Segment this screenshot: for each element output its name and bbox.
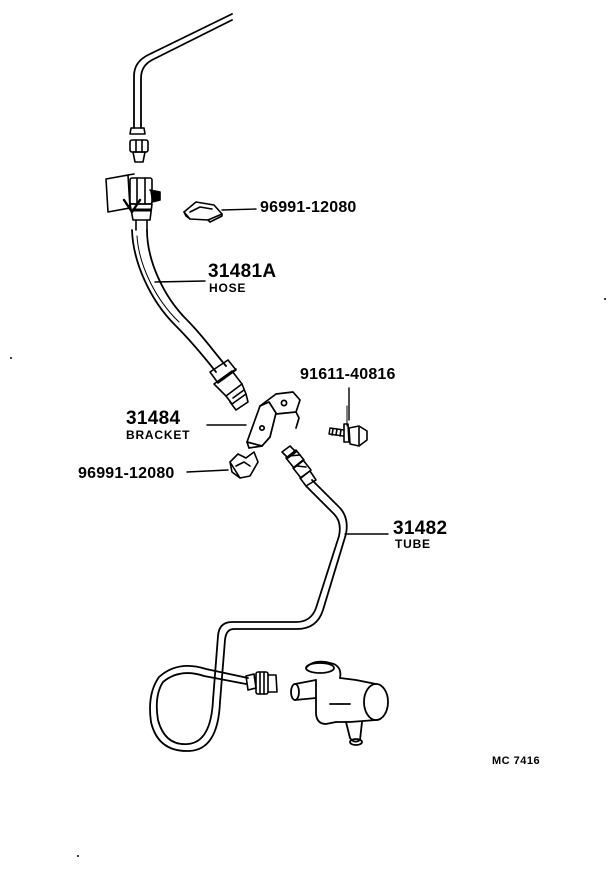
valve-body [290, 660, 389, 746]
part-number-hose: 31481A [208, 261, 277, 282]
part-name-hose: HOSE [209, 281, 247, 295]
tube-lower-fitting [245, 671, 278, 695]
scan-specks [10, 298, 606, 857]
rigid-tube [149, 479, 348, 752]
upper-hose-fitting [105, 173, 161, 231]
part-number-clip-lower: 96991-12080 [78, 465, 175, 482]
part-name-bracket: BRACKET [126, 428, 191, 442]
part-name-tube: TUBE [395, 537, 431, 551]
lower-clip [229, 451, 259, 479]
leader-lines [154, 208, 389, 535]
bracket [246, 391, 301, 449]
flexible-hose [131, 229, 227, 373]
bolt [328, 405, 368, 447]
diagram-code: MC 7416 [492, 755, 541, 767]
part-number-bracket: 31484 [126, 408, 181, 429]
tube-upper-fitting [281, 445, 317, 487]
lower-hose-fitting [209, 359, 249, 411]
part-number-bolt: 91611-40816 [300, 366, 396, 383]
upper-clip [183, 201, 223, 223]
part-number-clip-upper: 96991-12080 [260, 199, 357, 216]
upper-brake-line [133, 13, 233, 129]
part-number-tube: 31482 [393, 518, 448, 539]
upper-flare-nut [129, 127, 149, 163]
